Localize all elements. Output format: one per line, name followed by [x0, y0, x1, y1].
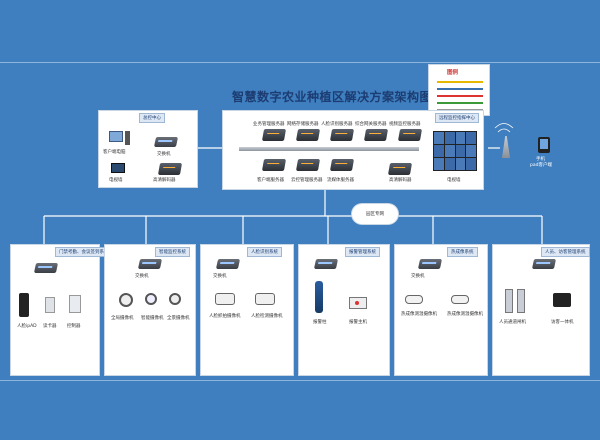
- server-label-1: 业务管理服务器: [253, 122, 285, 127]
- subsystem-tag-3: 人脸识别系统: [247, 247, 282, 257]
- server-icon: [397, 129, 423, 141]
- server-label-2: 网络存储服务器: [287, 122, 319, 127]
- bottom-label-2: 云控管理服务器: [291, 178, 323, 183]
- server-icon: [295, 129, 321, 141]
- subsystem-tag-6: 人员、访客管理系统: [541, 247, 590, 257]
- switch-label: 交换机: [157, 152, 171, 157]
- alarm-pillar-icon: [315, 281, 323, 313]
- device-label: 热成像测温摄像机: [447, 312, 483, 317]
- camera-icon: [145, 293, 157, 305]
- pc-tower-icon: [125, 131, 130, 145]
- switch-label: 交换机: [213, 274, 227, 279]
- device-label: 全局摄像机: [111, 316, 134, 321]
- alarm-panel: 报警管理系统 报警柱 报警主机: [298, 244, 390, 376]
- subsystem-tag-4: 报警管理系统: [345, 247, 380, 257]
- page-title: 智慧数字农业种植区解决方案架构图: [232, 90, 433, 104]
- switch-icon: [153, 137, 179, 147]
- server-label-5: 视频监控服务器: [389, 122, 421, 127]
- mobile-phone-label: 手机: [536, 157, 545, 162]
- server-icon: [329, 159, 355, 171]
- visitor-kiosk-icon: [553, 293, 571, 307]
- server-icon: [363, 129, 389, 141]
- subsystem-tag-2: 智能监控系统: [155, 247, 190, 257]
- network-bus: [239, 147, 419, 151]
- device-label: 读卡器: [43, 324, 57, 329]
- switch-label: 交换机: [135, 274, 149, 279]
- switch-icon: [137, 259, 163, 269]
- smart-monitor-panel: 智能监控系统 交换机 全局摄像机 智能摄像机 全景摄像机: [104, 244, 196, 376]
- camera-icon: [119, 293, 133, 307]
- subsystem-tag-5: 热成像系统: [447, 247, 478, 257]
- pc-icon: [109, 131, 123, 142]
- device-label: 人员通道闸机: [499, 320, 526, 325]
- alarm-light-icon: [355, 301, 359, 305]
- mobile-pad-label: pad客户端: [530, 163, 552, 168]
- server-icon: [261, 129, 287, 141]
- switch-icon: [33, 263, 59, 273]
- decoder-icon: [387, 163, 413, 175]
- tv-label: 电视墙: [109, 178, 123, 183]
- controller-icon: [69, 295, 81, 313]
- decoder-label: 高清解码器: [153, 178, 176, 183]
- device-label: 人脸抓拍摄像机: [209, 314, 241, 319]
- tv-wall-label: 电视墙: [447, 178, 461, 183]
- legend-line-blue: [437, 88, 483, 90]
- device-label: 热成像测温摄像机: [401, 312, 437, 317]
- legend-title: 图例: [447, 70, 459, 76]
- switch-icon: [417, 259, 443, 269]
- device-label: 控制器: [67, 324, 81, 329]
- device-label: 人脸检测摄像机: [251, 314, 283, 319]
- tv-icon: [111, 163, 125, 173]
- switch-icon: [531, 259, 557, 269]
- face-camera-icon: [215, 293, 235, 305]
- tablet-screen-icon: [540, 139, 548, 149]
- device-label: 全景摄像机: [167, 316, 190, 321]
- gate-icon: [505, 289, 513, 313]
- device-label: 智能摄像机: [141, 316, 164, 321]
- face-camera-icon: [255, 293, 275, 305]
- network-label: 园区专网: [366, 212, 384, 217]
- legend-box: 图例: [428, 64, 490, 116]
- legend-line-green: [437, 102, 483, 104]
- camera-icon: [169, 293, 181, 305]
- gate-icon: [517, 289, 525, 313]
- face-recognition-panel: 人脸识别系统 交换机 人脸抓拍摄像机 人脸检测摄像机: [200, 244, 294, 376]
- server-icon: [329, 129, 355, 141]
- card-reader-icon: [45, 297, 55, 313]
- access-control-panel: 门禁考勤、会议签到系统 人脸ipAD 读卡器 控制器: [10, 244, 113, 376]
- bottom-label-1: 客户端服务器: [257, 178, 284, 183]
- thermal-camera-icon: [451, 295, 469, 304]
- switch-icon: [215, 259, 241, 269]
- bottom-label-4: 高清解码器: [389, 178, 412, 183]
- visitor-panel: 人员、访客管理系统 人员通道闸机 访客一体机: [492, 244, 590, 376]
- server-icon: [295, 159, 321, 171]
- legend-line-yellow: [437, 81, 483, 83]
- tower-icon: [502, 136, 510, 158]
- legend-line-red: [437, 95, 483, 97]
- device-label: 报警柱: [313, 320, 327, 325]
- server-icon: [261, 159, 287, 171]
- server-label-3: 人脸识别服务器: [321, 122, 353, 127]
- center-server-panel: 业务管理服务器 网络存储服务器 人脸识别服务器 综合网关服务器 视频监控服务器 …: [222, 110, 484, 190]
- cloud-icon: [352, 204, 398, 224]
- switch-label: 交换机: [411, 274, 425, 279]
- thermal-camera-icon: [405, 295, 423, 304]
- server-label-4: 综合网关服务器: [355, 122, 387, 127]
- switch-icon: [313, 259, 339, 269]
- face-pad-icon: [19, 293, 29, 317]
- pc-label: 客户端电脑: [103, 150, 126, 155]
- decoder-icon: [157, 163, 183, 175]
- control-center-panel: 总控中心 客户端电脑 交换机 电视墙 高清解码器: [98, 110, 198, 188]
- tv-wall-icon: [433, 131, 477, 171]
- device-label: 人脸ipAD: [17, 324, 37, 329]
- thermal-panel: 热成像系统 交换机 热成像测温摄像机 热成像测温摄像机: [394, 244, 488, 376]
- device-label: 访客一体机: [551, 320, 574, 325]
- control-center-tag: 总控中心: [139, 113, 165, 123]
- device-label: 报警主机: [349, 320, 367, 325]
- bottom-label-3: 流媒体服务器: [327, 178, 354, 183]
- remote-center-tag: 远程监控指挥中心: [435, 113, 479, 123]
